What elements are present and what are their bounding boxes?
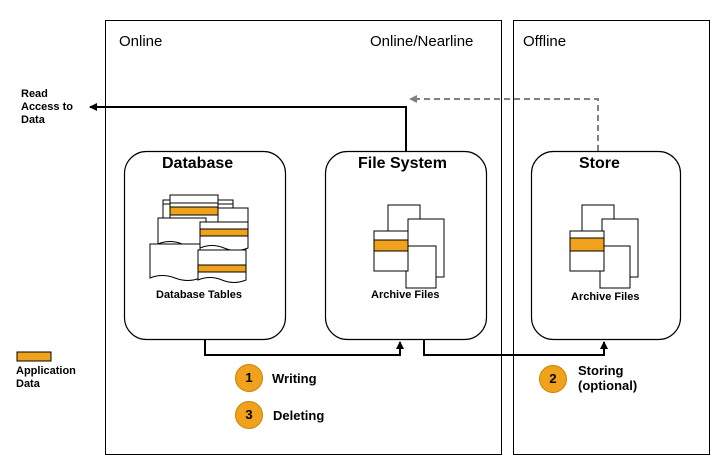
step-2-badge: 2 [539,365,567,393]
online-nearline-zone-label: Online/Nearline [370,33,474,50]
store-read-dashed-arrow [409,95,599,151]
database-tables-icon [149,194,249,283]
database-title: Database [162,155,234,172]
step-1-badge: 1 [235,364,263,392]
offline-zone-label: Offline [523,33,567,50]
offline-zone-panel [513,20,710,455]
store-title: Store [579,155,620,172]
step-1-label: Writing [272,371,317,386]
online-zone-panel [105,20,502,455]
read-access-label: Read Access to Data [21,88,73,126]
writing-arrow [204,339,404,356]
step-3-label: Deleting [273,408,325,423]
file-system-title: File System [358,155,447,172]
step-3-badge: 3 [235,401,263,429]
database-tables-caption: Database Tables [156,289,243,301]
step-2-label: Storing (optional) [578,363,638,393]
storing-arrow [423,339,608,356]
read-access-arrow [89,103,407,151]
online-zone-label: Online [119,33,163,50]
archive-files-store-caption: Archive Files [571,291,640,303]
archive-files-fs-caption: Archive Files [371,289,440,301]
application-data-swatch [16,351,52,362]
archive-files-store-icon [569,204,639,289]
archive-files-fs-icon [373,204,445,289]
application-data-legend-label: Application Data [16,365,76,390]
